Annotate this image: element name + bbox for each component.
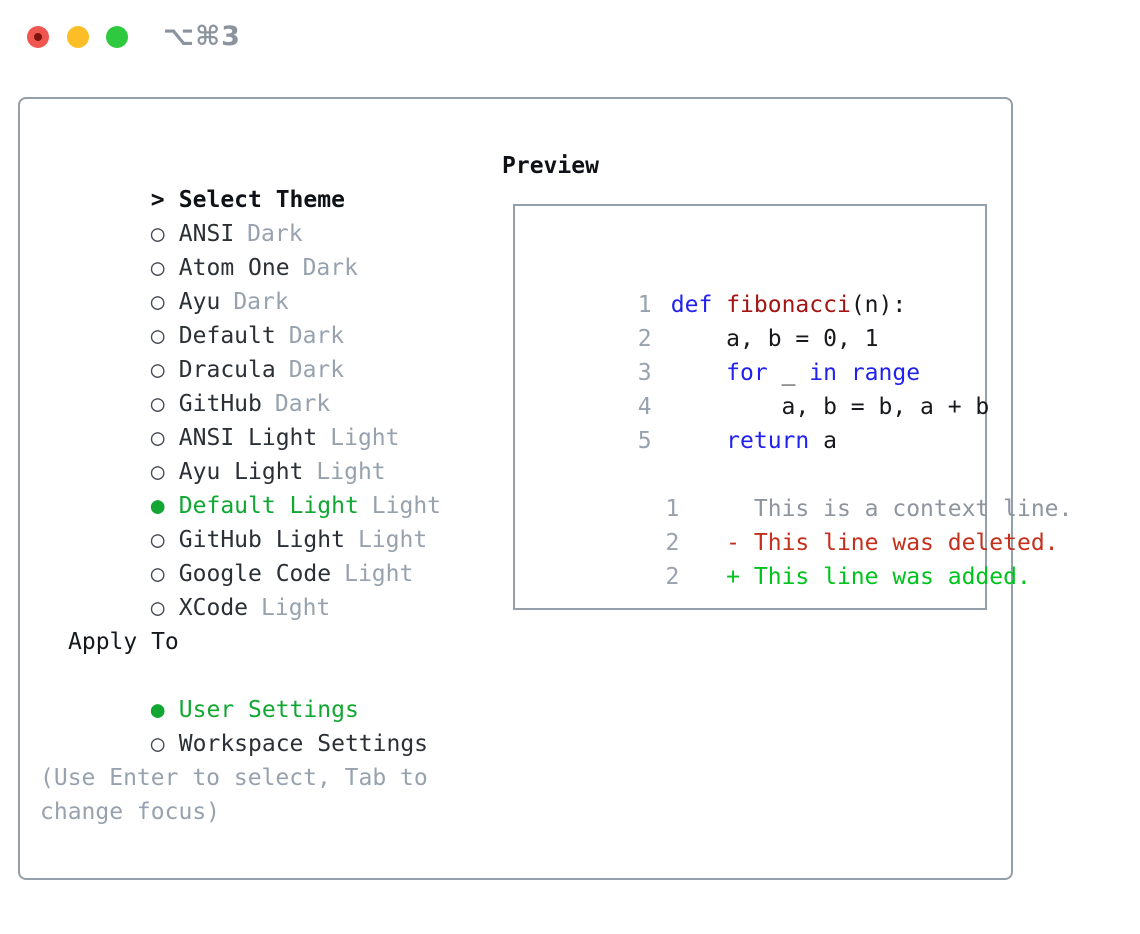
radio-icon: ○ bbox=[150, 731, 165, 757]
line-number: 2 bbox=[665, 530, 680, 556]
radio-icon: ○ bbox=[150, 357, 165, 383]
keyboard-hint: (Use Enter to select, Tab to change focu… bbox=[40, 765, 428, 825]
diff-sample: 1 This is a context line. 2 - This line … bbox=[527, 458, 1072, 590]
code-line: 5 return a bbox=[527, 390, 985, 454]
diff-text: This is a context line. bbox=[698, 496, 1073, 522]
code-segment: range bbox=[850, 360, 921, 386]
code-segment: (n): bbox=[850, 292, 907, 318]
line-number: 1 bbox=[637, 292, 652, 318]
code-line: 2 a, b = 0, 1 bbox=[527, 288, 985, 352]
diff-text: - This line was deleted. bbox=[698, 530, 1059, 556]
radio-icon: ○ bbox=[150, 221, 165, 247]
code-segment: def bbox=[670, 292, 713, 318]
code-segment bbox=[837, 360, 851, 386]
close-button-icon[interactable] bbox=[27, 26, 49, 48]
radio-icon: ○ bbox=[150, 323, 165, 349]
code-segment: in bbox=[809, 360, 837, 386]
code-segment bbox=[671, 360, 726, 386]
line-number: 3 bbox=[637, 360, 652, 386]
diff-deleted-line: 2 - This line was deleted. bbox=[527, 492, 1058, 556]
code-segment: return bbox=[726, 428, 810, 454]
diff-text: + This line was added. bbox=[698, 564, 1031, 590]
code-segment: for bbox=[726, 360, 768, 386]
line-number: 5 bbox=[637, 428, 652, 454]
radio-icon: ○ bbox=[150, 289, 165, 315]
radio-icon: ○ bbox=[150, 391, 165, 417]
line-number: 4 bbox=[637, 394, 652, 420]
window-title: ⌥⌘3 bbox=[163, 21, 241, 52]
code-segment: a, b = b, a + b bbox=[670, 394, 990, 420]
radio-icon: ○ bbox=[150, 561, 165, 587]
apply-option-user-settings[interactable]: ●User Settings bbox=[40, 659, 490, 723]
minimize-button-icon[interactable] bbox=[67, 26, 89, 48]
diff-context-line: 1 This is a context line. bbox=[527, 458, 1072, 522]
radio-icon: ○ bbox=[150, 527, 165, 553]
select-theme-title: Select Theme bbox=[178, 187, 345, 213]
apply-option-workspace-settings[interactable]: ○Workspace Settings bbox=[40, 693, 490, 757]
code-line: 4 a, b = b, a + b bbox=[527, 356, 990, 420]
line-number: 2 bbox=[637, 326, 652, 352]
focus-caret-icon: > bbox=[150, 187, 165, 213]
preview-pane: 1 def fibonacci(n): 2 a, b = 0, 1 3 for _… bbox=[513, 204, 1072, 610]
code-segment: fibonacci bbox=[726, 292, 851, 318]
radio-icon: ○ bbox=[150, 425, 165, 451]
preview-title: Preview bbox=[502, 153, 599, 179]
radio-icon: ○ bbox=[150, 255, 165, 281]
code-segment: _ bbox=[767, 360, 810, 386]
code-line: 1 def fibonacci(n): bbox=[527, 254, 985, 318]
zoom-button-icon[interactable] bbox=[106, 26, 128, 48]
code-line: 3 for _ in range bbox=[527, 322, 985, 386]
apply-to-header: Apply To bbox=[68, 629, 179, 655]
radio-icon: ○ bbox=[150, 459, 165, 485]
diff-added-line: 2 + This line was added. bbox=[527, 526, 1030, 590]
line-number: 2 bbox=[665, 564, 680, 590]
line-number: 1 bbox=[665, 496, 680, 522]
code-segment bbox=[712, 292, 726, 318]
code-segment: a, b = 0, 1 bbox=[670, 326, 879, 352]
code-segment bbox=[671, 428, 726, 454]
radio-selected-icon: ● bbox=[150, 493, 165, 519]
title-bar: ⌥⌘3 bbox=[0, 0, 1140, 75]
radio-icon: ○ bbox=[150, 595, 165, 621]
select-theme-header: > Select Theme bbox=[40, 149, 490, 213]
radio-selected-icon: ● bbox=[150, 697, 165, 723]
code-segment: a bbox=[809, 428, 837, 454]
